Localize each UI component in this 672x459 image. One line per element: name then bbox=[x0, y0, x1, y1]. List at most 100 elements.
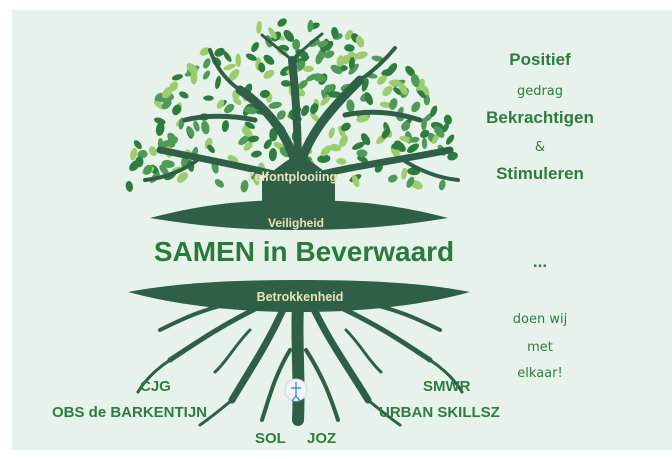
leaf bbox=[244, 121, 256, 129]
leaf bbox=[143, 164, 153, 175]
leaf bbox=[317, 40, 329, 48]
leaf bbox=[277, 18, 287, 27]
leaf bbox=[154, 92, 164, 102]
leaf bbox=[130, 147, 138, 161]
leaf bbox=[431, 133, 440, 144]
leaf bbox=[406, 176, 415, 188]
leaf bbox=[186, 63, 198, 75]
leaf bbox=[328, 127, 335, 139]
leaf bbox=[268, 27, 277, 40]
text-elkaar: elkaar! bbox=[517, 366, 563, 381]
leaf bbox=[310, 112, 320, 122]
leaf bbox=[399, 136, 413, 143]
leaf bbox=[351, 174, 360, 188]
leaf bbox=[338, 125, 346, 139]
leaf bbox=[377, 75, 387, 85]
leaf bbox=[336, 55, 345, 67]
leaf bbox=[162, 87, 173, 99]
leaf bbox=[263, 69, 275, 79]
leaf bbox=[352, 141, 365, 150]
leaf bbox=[199, 47, 211, 56]
leaf bbox=[187, 126, 195, 138]
leaf bbox=[258, 62, 266, 73]
text-stimuleren: Stimuleren bbox=[496, 164, 584, 183]
leaf bbox=[201, 120, 210, 135]
leaf bbox=[155, 122, 165, 136]
leaf bbox=[294, 60, 306, 72]
leaf bbox=[330, 64, 343, 75]
leaf bbox=[393, 87, 403, 96]
leaf bbox=[357, 155, 368, 163]
leaf bbox=[356, 149, 368, 158]
root-band bbox=[128, 280, 470, 312]
leaf bbox=[190, 70, 198, 85]
leaf bbox=[329, 144, 342, 152]
leaf bbox=[324, 50, 335, 59]
leaf bbox=[410, 73, 420, 88]
leaf bbox=[320, 95, 331, 106]
leaf bbox=[215, 75, 221, 90]
leaf bbox=[254, 173, 260, 186]
leaf bbox=[381, 128, 391, 139]
leaf bbox=[346, 99, 355, 113]
leaf bbox=[245, 53, 257, 61]
leaf bbox=[203, 58, 211, 69]
leaf bbox=[398, 83, 408, 95]
leaf bbox=[171, 74, 183, 81]
leaf bbox=[442, 123, 449, 133]
leaf bbox=[228, 68, 240, 81]
leaf bbox=[223, 51, 232, 62]
text-doen-wij: doen wij bbox=[512, 312, 568, 327]
leaf bbox=[348, 57, 355, 70]
leaf bbox=[438, 179, 446, 191]
leaf bbox=[216, 99, 225, 109]
leaf bbox=[401, 121, 411, 131]
leaf bbox=[331, 26, 339, 39]
leaf bbox=[159, 164, 169, 176]
tree-roots bbox=[136, 298, 464, 427]
ground-band bbox=[150, 200, 448, 230]
leaf bbox=[153, 101, 165, 110]
logo-figure-icon bbox=[291, 382, 301, 402]
leaf bbox=[382, 85, 393, 97]
leaf bbox=[421, 137, 428, 149]
leaf bbox=[371, 55, 384, 62]
leaf bbox=[323, 84, 335, 93]
leaf bbox=[203, 95, 214, 101]
leaf bbox=[336, 158, 347, 165]
leaf bbox=[256, 20, 262, 34]
leaf bbox=[411, 101, 421, 113]
leaf bbox=[207, 144, 215, 153]
leaf bbox=[420, 129, 430, 138]
leaf bbox=[125, 180, 133, 192]
leaf bbox=[445, 134, 455, 145]
leaf bbox=[298, 80, 308, 89]
leaf bbox=[407, 143, 419, 153]
leaf bbox=[401, 167, 408, 180]
leaf bbox=[223, 63, 236, 71]
leaf bbox=[292, 39, 301, 50]
leaf bbox=[259, 89, 270, 98]
label-betrokkenheid: Betrokkenheid bbox=[256, 290, 344, 304]
tree-trunk bbox=[262, 155, 335, 210]
text-ampersand: & bbox=[534, 140, 546, 155]
text-bekrachtigen: Bekrachtigen bbox=[486, 108, 594, 127]
leaf bbox=[161, 160, 175, 168]
leaf bbox=[243, 106, 257, 115]
leaf bbox=[308, 38, 320, 47]
text-met: met bbox=[527, 340, 553, 355]
leaf bbox=[263, 139, 272, 150]
partner-obs: OBS de BARKENTIJN bbox=[52, 404, 208, 421]
leaf bbox=[409, 136, 420, 143]
leaf bbox=[238, 135, 250, 146]
leaf bbox=[388, 79, 402, 87]
leaf bbox=[148, 146, 157, 157]
leaf bbox=[251, 41, 260, 53]
leaf bbox=[214, 179, 225, 188]
leaf bbox=[443, 114, 452, 125]
leaf bbox=[389, 98, 398, 110]
leaf bbox=[137, 150, 148, 159]
leaf bbox=[421, 117, 427, 131]
leaf bbox=[240, 180, 249, 193]
